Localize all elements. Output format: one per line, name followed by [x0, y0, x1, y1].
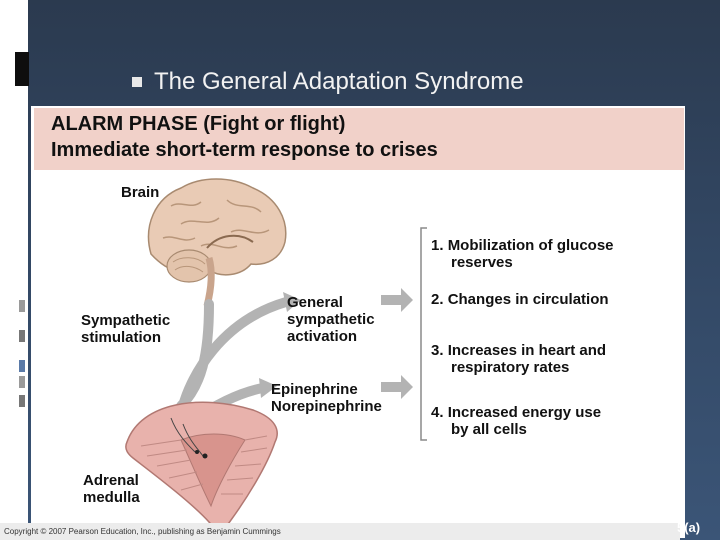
brain-illustration	[147, 178, 287, 307]
figure-panel: ALARM PHASE (Fight or flight) Immediate …	[31, 106, 685, 538]
label-epinephrine: Epinephrine	[271, 381, 358, 398]
copyright-footer: Copyright © 2007 Pearson Education, Inc.…	[0, 523, 680, 540]
responses-bracket	[420, 227, 427, 441]
label-sympathetic-line2: stimulation	[81, 329, 162, 346]
figure-reference: 5(a)	[677, 520, 701, 535]
decor-tick	[19, 376, 25, 388]
label-general-line1: General	[287, 294, 343, 311]
label-adrenal-line1: Adrenal	[83, 472, 139, 489]
response-4-line2: by all cells	[451, 421, 527, 438]
decor-tick	[19, 360, 25, 372]
slide-title-text: The General Adaptation Syndrome	[154, 68, 524, 95]
response-2-line1: 2. Changes in circulation	[431, 291, 609, 308]
response-4-line1: 4. Increased energy use	[431, 404, 602, 421]
diagram-graphics	[125, 178, 427, 529]
label-general-line3: activation	[287, 328, 358, 345]
decor-tick	[19, 300, 25, 312]
corner-block	[15, 52, 29, 86]
label-sympathetic-line1: Sympathetic	[81, 312, 171, 329]
label-adrenal-line2: medulla	[83, 489, 140, 506]
response-1-line2: reserves	[451, 254, 513, 271]
header-band: ALARM PHASE (Fight or flight) Immediate …	[34, 108, 684, 170]
label-norepinephrine: Norepinephrine	[271, 398, 382, 415]
phase-subtitle: Immediate short-term response to crises	[51, 139, 438, 161]
phase-title: ALARM PHASE (Fight or flight)	[51, 113, 346, 135]
square-bullet-icon	[132, 77, 142, 87]
label-brain: Brain	[121, 184, 160, 201]
adrenal-illustration	[125, 401, 278, 529]
label-general-line2: sympathetic	[287, 311, 375, 328]
response-1-line1: 1. Mobilization of glucose	[431, 237, 614, 254]
left-margin-strip	[0, 0, 28, 540]
response-3-line2: respiratory rates	[451, 359, 570, 376]
decor-tick	[19, 395, 25, 407]
decor-tick	[19, 330, 25, 342]
response-3-line1: 3. Increases in heart and	[431, 342, 607, 359]
slide-title: The General Adaptation Syndrome	[132, 64, 524, 100]
